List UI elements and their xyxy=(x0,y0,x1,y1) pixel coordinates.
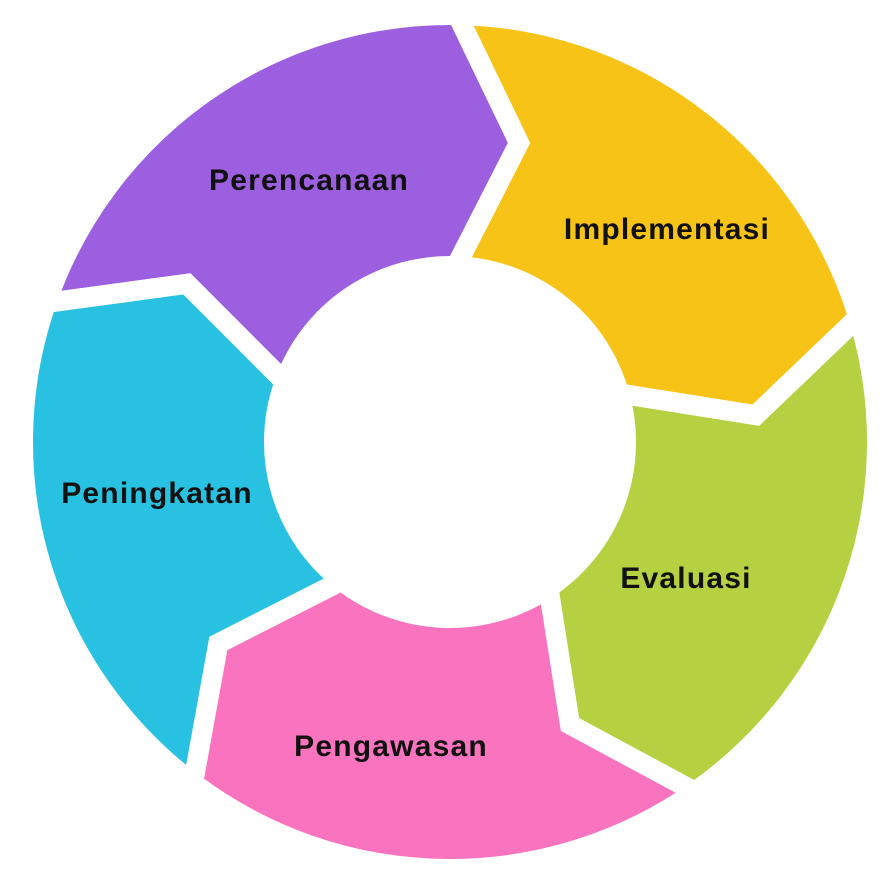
stage-label-peningkatan: Peningkatan xyxy=(61,477,253,510)
stage-segment-peningkatan xyxy=(13,273,361,801)
stage-segment-implementasi xyxy=(440,4,870,426)
stage-label-perencanaan: Perencanaan xyxy=(209,164,409,197)
stage-label-pengawasan: Pengawasan xyxy=(294,730,488,763)
stage-segment-evaluasi xyxy=(537,298,887,804)
stage-segment-pengawasan xyxy=(182,568,714,878)
stage-label-implementasi: Implementasi xyxy=(563,213,771,246)
stage-label-evaluasi: Evaluasi xyxy=(620,562,752,595)
stage-segment-perencanaan xyxy=(31,5,531,400)
